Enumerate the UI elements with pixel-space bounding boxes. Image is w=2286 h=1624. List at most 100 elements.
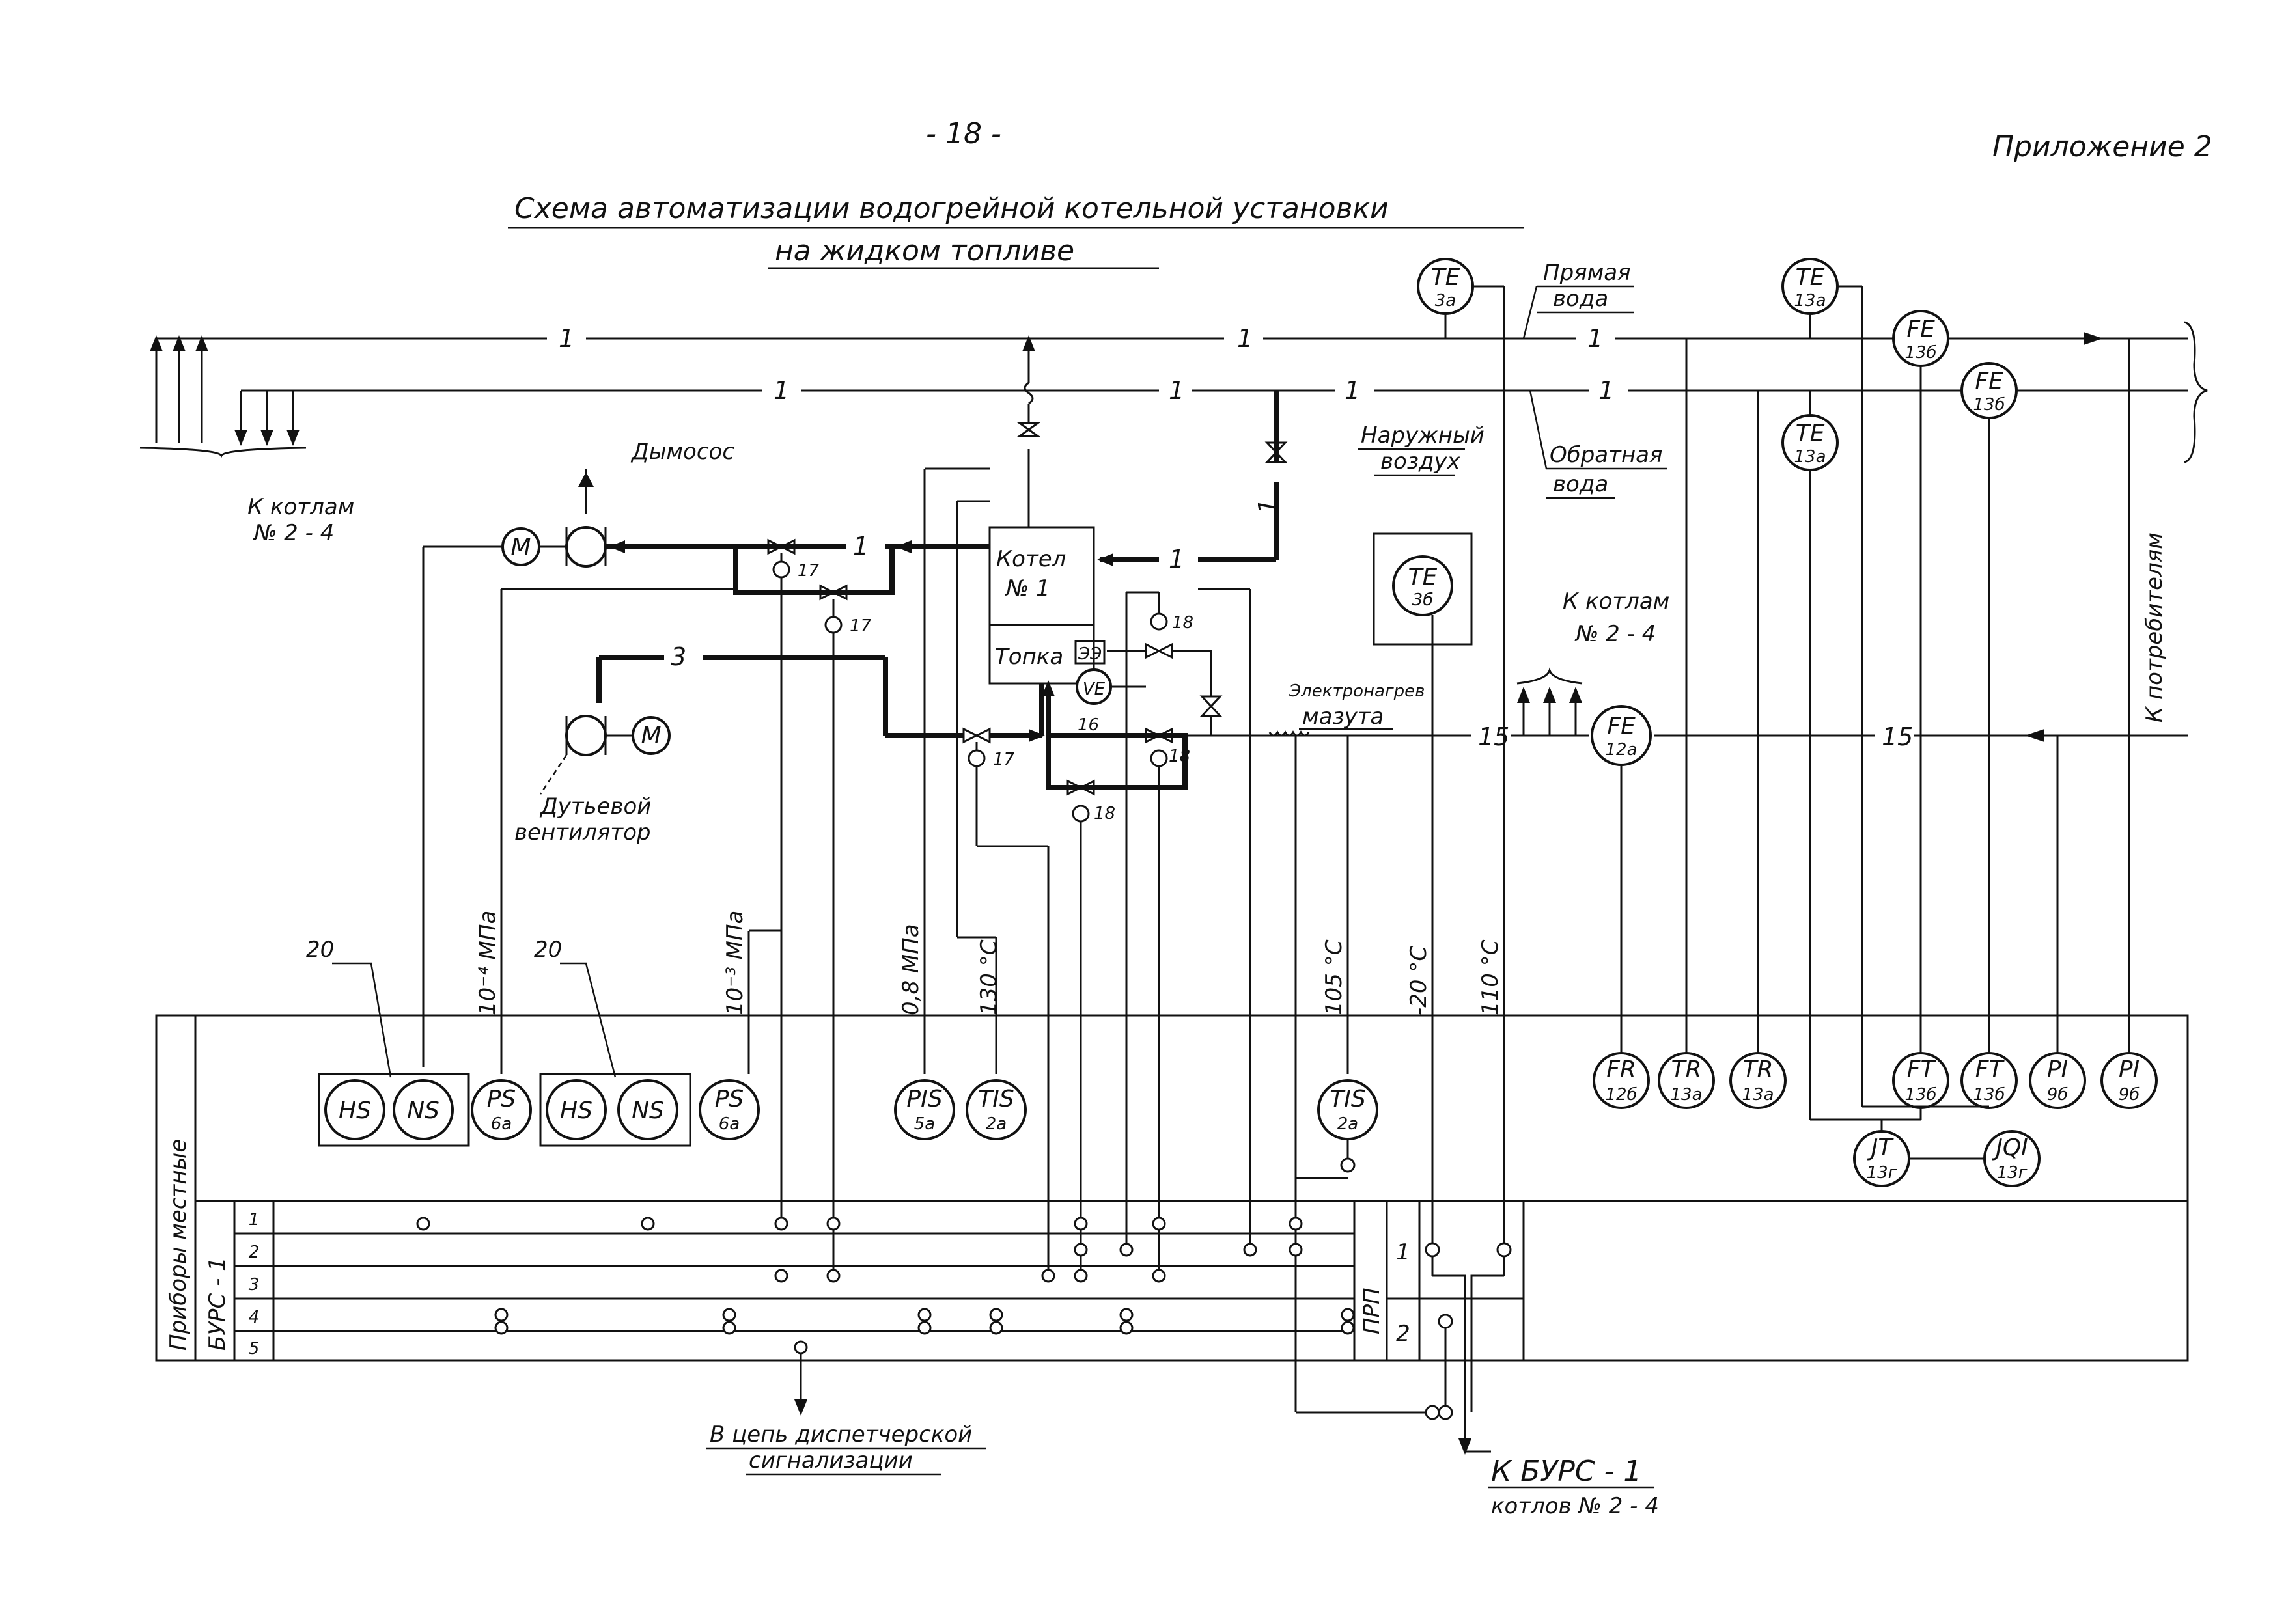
instrument-ps-6a-1[interactable]: PS 6а bbox=[471, 1079, 532, 1140]
instrument-ns-1[interactable]: NS bbox=[393, 1079, 454, 1140]
instrument-pis-5a[interactable]: PIS 5а bbox=[894, 1079, 955, 1140]
bus-dot bbox=[989, 1308, 1003, 1322]
instrument-hs-1[interactable]: HS bbox=[324, 1079, 385, 1140]
te3a-code: TE bbox=[1431, 264, 1460, 291]
pipe-num-1i: 1 bbox=[1169, 545, 1184, 573]
instrument-tis-2a-2[interactable]: TIS 2а bbox=[1317, 1079, 1378, 1173]
label-blower-1: Дутьевой bbox=[539, 793, 651, 819]
instrument-te-3a[interactable]: TE 3а bbox=[1417, 258, 1474, 338]
hs2-code: HS bbox=[560, 1097, 592, 1124]
valve-17-top-b: 17 bbox=[850, 616, 872, 636]
ve-code: VE bbox=[1083, 680, 1106, 699]
instrument-ns-2[interactable]: NS bbox=[617, 1079, 678, 1140]
pi1-code: PI bbox=[2047, 1056, 2068, 1083]
label-outdoor-air-1: Наружный bbox=[1361, 422, 1485, 448]
label-dispatch-1: В цепь диспетчерской bbox=[710, 1422, 972, 1448]
row-4: 4 bbox=[249, 1308, 260, 1327]
tr2-code: TR bbox=[1742, 1056, 1773, 1083]
label-burs1: БУРС - 1 bbox=[204, 1257, 230, 1351]
tis1-code: TIS bbox=[978, 1086, 1014, 1112]
bus-dot bbox=[1074, 1269, 1088, 1283]
flue-gas-line[interactable]: 1 bbox=[606, 532, 990, 595]
bus-dot bbox=[722, 1308, 736, 1322]
instrument-tr-13a-2[interactable]: TR 13а bbox=[1729, 1052, 1787, 1109]
furnace-label: Топка bbox=[995, 644, 1063, 670]
diagram-title-line2: на жидком топливе bbox=[775, 234, 1074, 268]
bus-dot bbox=[641, 1217, 655, 1231]
bus-dots bbox=[416, 1217, 1355, 1355]
pipe-num-1d: 1 bbox=[774, 376, 789, 405]
pipe-num-1h: 1 bbox=[853, 532, 869, 560]
te3a-sub: 3а bbox=[1435, 291, 1456, 310]
row-1: 1 bbox=[249, 1210, 260, 1230]
instrument-ve[interactable]: VE bbox=[1076, 668, 1112, 705]
fe13b2-code: FE bbox=[1975, 368, 2003, 395]
valve-17-air: 17 bbox=[993, 750, 1015, 769]
te13a-low-code: TE bbox=[1796, 420, 1825, 447]
motor-code-1: M bbox=[510, 534, 531, 560]
bus-dot bbox=[794, 1340, 808, 1355]
fuel-line[interactable]: 15 15 16 18 18 18 bbox=[1042, 612, 2188, 823]
bus-dot bbox=[1289, 1243, 1303, 1257]
air-line-3[interactable]: 3 17 bbox=[596, 642, 1045, 769]
left-manifold bbox=[139, 335, 307, 458]
fe13b1-sub: 13б bbox=[1904, 343, 1936, 363]
pipe-num-1g: 1 bbox=[1598, 376, 1614, 405]
te13a-low-sub: 13а bbox=[1794, 447, 1826, 467]
jt-sub: 13г bbox=[1867, 1163, 1897, 1183]
row-3: 3 bbox=[249, 1275, 260, 1295]
instrument-fe-13b-2[interactable]: FE 13б bbox=[1960, 362, 2018, 419]
bus-dot bbox=[494, 1321, 509, 1335]
tr2-sub: 13а bbox=[1742, 1085, 1774, 1105]
setpoint-p1: 10⁻⁴ МПа bbox=[475, 911, 501, 1015]
panel-links bbox=[1810, 1105, 1990, 1160]
return-water-main: 1 1 1 1 bbox=[241, 376, 2188, 405]
diagram-title-line1: Схема автоматизации водогрейной котельно… bbox=[514, 192, 1389, 225]
bus-dot bbox=[1152, 1217, 1166, 1231]
instrument-ps-6a-2[interactable]: PS 6а bbox=[699, 1079, 760, 1140]
ft2-sub: 13б bbox=[1973, 1085, 2005, 1105]
ft2-code: FT bbox=[1975, 1056, 2005, 1083]
instrument-ft-13b-1[interactable]: FT 13б bbox=[1892, 1052, 1949, 1109]
instrument-hs-2[interactable]: HS bbox=[546, 1079, 607, 1140]
label-to-burs-2: котлов № 2 - 4 bbox=[1491, 1493, 1659, 1519]
label-to-burs-1: К БУРС - 1 bbox=[1491, 1455, 1641, 1488]
label-boilers-mid-num: № 2 - 4 bbox=[1574, 621, 1656, 647]
setpoint-t3: -20 °С bbox=[1406, 946, 1432, 1015]
page-number: - 18 - bbox=[926, 117, 1001, 150]
instrument-pi-9b-1[interactable]: PI 9б bbox=[2029, 1052, 2086, 1109]
bus-dot bbox=[989, 1321, 1003, 1335]
fr-code: FR bbox=[1606, 1056, 1636, 1083]
pipe-num-1j: 1 bbox=[1253, 499, 1282, 514]
boiler-return-pipe: 1 1 bbox=[1097, 391, 1288, 573]
instrument-fe-13b-1[interactable]: FE 13б bbox=[1892, 310, 1949, 367]
instrument-fe-12a[interactable]: FE 12а bbox=[1591, 705, 1652, 766]
instrument-te-13a-top[interactable]: TE 13а bbox=[1781, 258, 1839, 338]
instrument-pi-9b-2[interactable]: PI 9б bbox=[2100, 1052, 2158, 1109]
motor-exhauster: M bbox=[501, 527, 540, 566]
valve-18-a: 18 bbox=[1169, 747, 1190, 766]
bus-dot bbox=[1074, 1217, 1088, 1231]
bus-dot bbox=[1119, 1243, 1134, 1257]
boiler-1[interactable]: Котел № 1 Топка bbox=[988, 526, 1095, 685]
motor-code-2: M bbox=[641, 723, 661, 749]
flame-ee: ЭЭ bbox=[1074, 640, 1106, 665]
pi1-sub: 9б bbox=[2047, 1085, 2069, 1105]
instrument-tis-2a-1[interactable]: TIS 2а bbox=[966, 1079, 1027, 1140]
te13a-top-code: TE bbox=[1796, 264, 1825, 291]
label-dispatch-2: сигнализации bbox=[749, 1448, 913, 1474]
instrument-jt-13g[interactable]: JT 13г bbox=[1853, 1130, 1910, 1187]
jqi-sub: 13г bbox=[1997, 1163, 2028, 1183]
instrument-fr-12b[interactable]: FR 12б bbox=[1593, 1052, 1650, 1109]
fr-sub: 12б bbox=[1605, 1085, 1637, 1105]
instrument-ft-13b-2[interactable]: FT 13б bbox=[1960, 1052, 2018, 1109]
pipe-num-15b: 15 bbox=[1882, 723, 1913, 751]
instrument-te-13a-low[interactable]: TE 13а bbox=[1781, 391, 1839, 471]
bus-dot bbox=[826, 1269, 841, 1283]
valve-18-b: 18 bbox=[1094, 804, 1115, 823]
bus-dot bbox=[1243, 1243, 1257, 1257]
instrument-tr-13a-1[interactable]: TR 13а bbox=[1658, 1052, 1715, 1109]
instrument-jqi-13g[interactable]: JQI 13г bbox=[1983, 1130, 2041, 1187]
instrument-te-3b[interactable]: TE 3б bbox=[1392, 555, 1453, 616]
